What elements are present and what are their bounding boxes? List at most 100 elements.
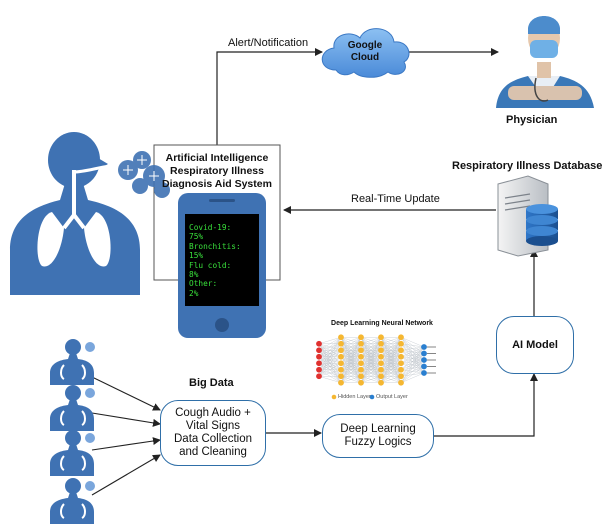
screen-line-4: Flu cold: <box>189 260 232 270</box>
nn-edge <box>340 350 362 383</box>
nn-node <box>378 379 384 386</box>
nn-node <box>358 334 364 341</box>
screen-line-5: 8% <box>189 270 199 279</box>
edge-dl-to-model <box>433 373 538 437</box>
screen-line-1: 75% <box>189 232 204 242</box>
nn-node <box>398 353 404 360</box>
nn-edge <box>340 356 362 383</box>
nn-node <box>421 363 427 370</box>
nn-edge <box>400 346 425 357</box>
physician-label: Physician <box>506 114 558 126</box>
nn-edge <box>400 359 425 383</box>
nn-edge <box>380 337 402 357</box>
nn-title: Deep Learning Neural Network <box>331 320 433 327</box>
deep-learning-line1: Deep Learning <box>340 423 416 435</box>
nn-node <box>358 366 364 373</box>
nn-node <box>358 347 364 354</box>
physician-icon <box>496 16 594 108</box>
nn-node <box>358 373 364 380</box>
database-label: Respiratory Illness Database <box>452 160 603 172</box>
nn-edge <box>318 337 342 377</box>
nn-edge <box>318 337 342 351</box>
nn-edge <box>360 343 382 383</box>
nn-legend-dot <box>331 394 337 400</box>
nn-edge <box>360 369 382 383</box>
screen-line-0: Covid-19: <box>189 223 232 232</box>
nn-node <box>421 357 427 363</box>
nn-edge <box>380 337 402 351</box>
nn-edge <box>340 337 362 370</box>
nn-edge <box>380 337 402 383</box>
nn-edge <box>380 337 402 370</box>
nn-edge <box>400 372 425 383</box>
nn-node <box>338 334 344 341</box>
nn-node <box>338 360 344 367</box>
nn-node <box>421 344 427 350</box>
nn-edge <box>360 337 382 357</box>
cloud-label-line1: Google <box>347 40 383 51</box>
nn-legend-hidden: Hidden Layer <box>338 394 371 400</box>
nn-edge <box>360 376 382 383</box>
nn-legend-output: Output Layer <box>376 394 408 400</box>
nn-edge <box>360 337 382 351</box>
nn-node <box>338 347 344 354</box>
nn-node <box>338 353 344 360</box>
nn-edge <box>380 356 402 383</box>
nn-edge <box>380 337 402 364</box>
nn-edge <box>400 343 425 348</box>
nn-edge <box>400 346 425 370</box>
nn-edge <box>360 350 382 383</box>
nn-edge <box>380 337 402 344</box>
ai-system-line3: Diagnosis Aid System <box>162 178 272 190</box>
edge-patients-to-collection <box>91 376 161 496</box>
nn-node <box>378 353 384 360</box>
nn-node <box>338 366 344 373</box>
ai-system-line1: Artificial Intelligence <box>165 152 269 164</box>
nn-edge <box>380 376 402 383</box>
nn-edge <box>340 337 362 383</box>
data-collection-line1: Cough Audio + <box>175 407 251 419</box>
nn-edge <box>318 337 342 364</box>
ai-system-title: Artificial Intelligence Respiratory Illn… <box>156 152 278 191</box>
nn-edge <box>318 369 342 377</box>
edge-label-alert: Alert/Notification <box>228 37 309 49</box>
nn-node <box>378 347 384 354</box>
nn-node <box>378 334 384 341</box>
nn-node <box>378 340 384 347</box>
nn-edge <box>380 337 402 377</box>
nn-node <box>398 373 404 380</box>
nn-edge <box>318 343 342 377</box>
nn-edge <box>340 337 362 377</box>
nn-node <box>398 366 404 373</box>
nn-node <box>316 360 322 367</box>
nn-node <box>358 340 364 347</box>
nn-edge <box>360 337 382 370</box>
nn-node <box>338 373 344 380</box>
neural-network-figure <box>316 334 436 400</box>
nn-node <box>398 379 404 386</box>
nn-node <box>378 360 384 367</box>
nn-edge <box>318 337 342 344</box>
nn-node <box>378 366 384 373</box>
database-server-icon <box>497 175 558 257</box>
edge-label-realtime: Real-Time Update <box>351 193 440 205</box>
nn-node <box>398 340 404 347</box>
nn-edge <box>400 337 425 348</box>
nn-node <box>421 370 427 376</box>
screen-line-3: 15% <box>189 251 204 261</box>
deep-learning-node: Deep Learning Fuzzy Logics <box>322 414 434 458</box>
nn-edge <box>340 376 362 383</box>
nn-edge <box>400 346 425 383</box>
cloud-label-line2: Cloud <box>350 52 380 63</box>
nn-node <box>316 366 322 373</box>
nn-edge <box>340 337 362 357</box>
data-collection-line2: Vital Signs <box>185 420 241 432</box>
ai-system-line2: Respiratory Illness <box>170 165 264 177</box>
nn-node <box>398 334 404 341</box>
data-collection-line4: and Cleaning <box>179 446 247 458</box>
deep-learning-line2: Fuzzy Logics <box>344 436 412 448</box>
nn-edge <box>340 369 362 383</box>
nn-edge <box>400 346 425 364</box>
